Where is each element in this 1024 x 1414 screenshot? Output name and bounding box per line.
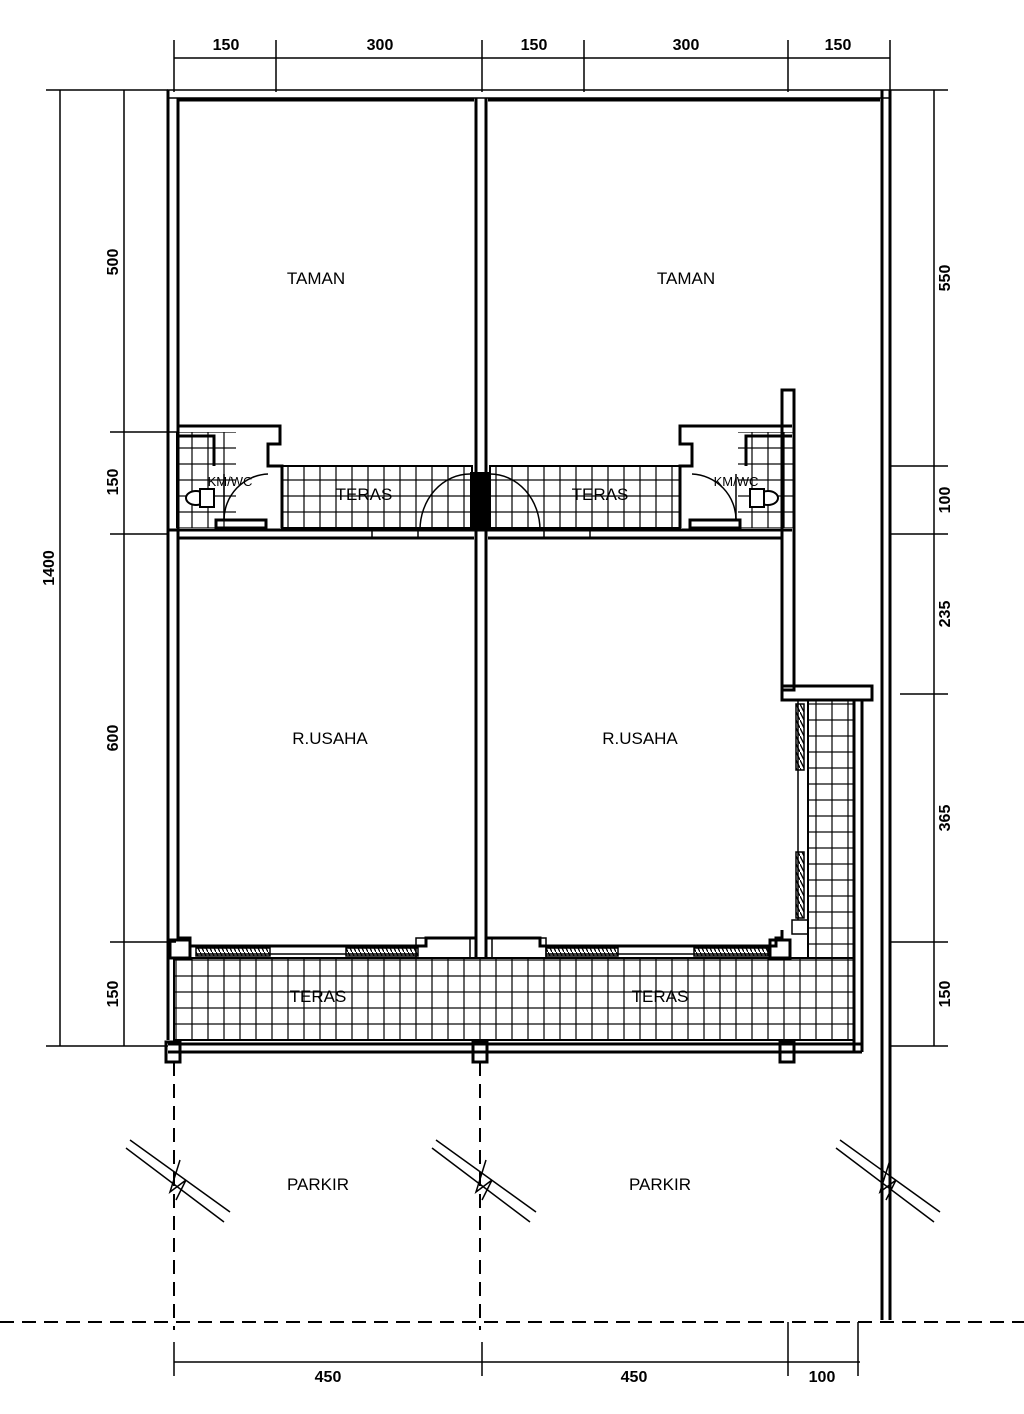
dim-top-2: 300	[367, 37, 394, 54]
dim-right-4: 365	[937, 805, 954, 832]
dim-left-3: 600	[105, 725, 122, 752]
dim-left-total: 1400	[41, 550, 58, 586]
dim-left-4: 150	[105, 981, 122, 1008]
dim-top-4: 300	[673, 37, 700, 54]
dimension-lines	[46, 40, 948, 1376]
break-symbol-left	[125, 1139, 231, 1223]
dim-bottom-2: 450	[621, 1369, 648, 1386]
walls	[164, 89, 892, 1320]
dim-right-3: 235	[937, 601, 954, 628]
dim-bottom-3: 100	[809, 1369, 836, 1386]
usaha-left-label: R.USAHA	[292, 729, 368, 748]
front-facade	[168, 700, 809, 960]
kmwc-left-label: KM/WC	[208, 474, 253, 489]
dim-top-5: 150	[825, 37, 852, 54]
break-symbol-middle	[431, 1139, 537, 1223]
teras-front-left-label: TERAS	[290, 987, 347, 1006]
dim-top-1: 150	[213, 37, 240, 54]
dim-left-1: 500	[105, 249, 122, 276]
parkir-right-label: PARKIR	[629, 1175, 691, 1194]
kmwc-right	[678, 424, 792, 530]
teras-front-right-label: TERAS	[632, 987, 689, 1006]
dim-bottom-1: 450	[315, 1369, 342, 1386]
parkir-left-label: PARKIR	[287, 1175, 349, 1194]
dim-left-2: 150	[105, 469, 122, 496]
teras-back-left-label: TERAS	[336, 485, 393, 504]
taman-right-label: TAMAN	[657, 269, 715, 288]
back-doors	[371, 472, 591, 539]
teras-back-right-label: TERAS	[572, 485, 629, 504]
parking-lines	[0, 1062, 1024, 1330]
tiled-floors	[173, 432, 855, 1041]
taman-left-label: TAMAN	[287, 269, 345, 288]
dim-right-2: 100	[937, 487, 954, 514]
kmwc-left	[178, 424, 284, 530]
kmwc-right-label: KM/WC	[714, 474, 759, 489]
dim-top-3: 150	[521, 37, 548, 54]
dim-right-1: 550	[937, 265, 954, 292]
usaha-right-label: R.USAHA	[602, 729, 678, 748]
dim-right-5: 150	[937, 981, 954, 1008]
break-symbol-right	[835, 1139, 941, 1223]
